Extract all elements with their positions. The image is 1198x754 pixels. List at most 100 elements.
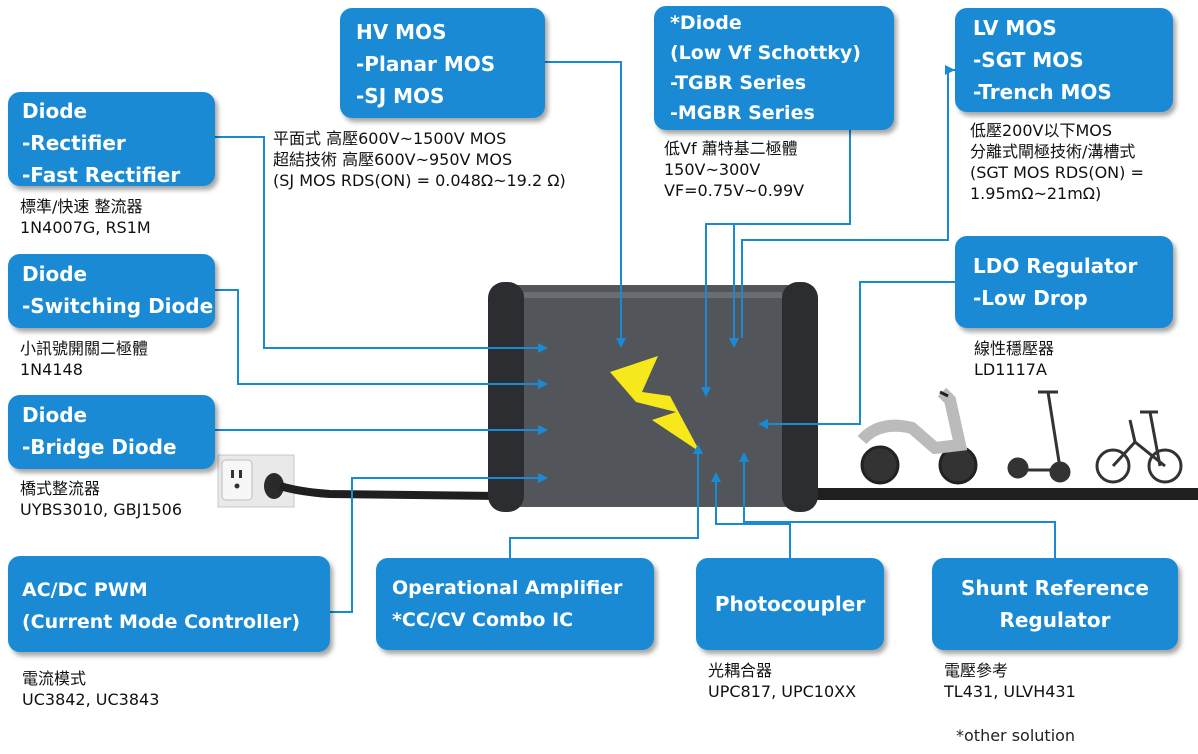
output-cable [800,488,1198,500]
caption-diode-switching: 小訊號開關二極體 1N4148 [20,338,148,380]
box-shunt: Shunt Reference Regulator [932,558,1178,650]
caption-line: 分離式閘極技術/溝槽式 [970,142,1136,161]
box-line: -SGT MOS [973,48,1084,72]
wire-schottky [705,130,851,387]
caption-line: (SGT MOS RDS(ON) = [970,163,1144,182]
caption-schottky: 低Vf 蕭特基二極體 150V~300V VF=0.75V~0.99V [664,138,804,201]
arrow-head [538,343,548,353]
caption-line: 1.95mΩ~21mΩ) [970,184,1102,203]
arrow-head [758,419,768,429]
box-line: Diode [22,403,88,427]
box-line: Diode [22,262,88,286]
box-hv-mos: HV MOS -Planar MOS -SJ MOS [340,8,545,118]
lightning-icon [610,356,700,452]
box-line: *Diode [670,12,742,34]
caption-line: 電壓參考 [944,661,1009,680]
box-line: Regulator [999,608,1111,632]
caption-line: 標準/快速 整流器 [20,197,143,216]
caption-diode-rectifier: 標準/快速 整流器 1N4007G, RS1M [20,196,151,238]
folding-bike-icon [1095,410,1183,484]
box-acdc-pwm: AC/DC PWM (Current Mode Controller) [8,556,330,652]
box-line: -SJ MOS [356,84,445,108]
caption-line: 平面式 高壓600V~1500V MOS [273,129,507,148]
caption-line: 線性穩壓器 [974,339,1055,358]
caption-acdc-pwm: 電流模式 UC3842, UC3843 [22,668,159,710]
box-diode-switching: Diode -Switching Diode [8,254,215,328]
caption-line: TL431, ULVH431 [944,682,1076,701]
box-line: -Trench MOS [973,80,1112,104]
box-schottky: *Diode (Low Vf Schottky) -TGBR Series -M… [654,6,894,130]
box-photocoupler: Photocoupler [696,558,884,650]
box-line: -Planar MOS [356,52,496,76]
box-line: AC/DC PWM [22,579,148,601]
wire-acdc-pwm [330,477,540,613]
box-line: (Low Vf Schottky) [670,42,861,64]
box-ldo: LDO Regulator -Low Drop [955,236,1173,328]
wire-shunt [743,456,1056,558]
wire-ldo [766,281,955,425]
box-line: Shunt Reference [961,576,1149,600]
caption-line: 光耦合器 [708,661,773,680]
caption-line: 1N4007G, RS1M [20,218,151,237]
caption-lv-mos: 低壓200V以下MOS 分離式閘極技術/溝槽式 (SGT MOS RDS(ON)… [970,120,1144,204]
wire-hv-mos [545,61,622,338]
wire-diode-rectifier [215,136,540,349]
caption-line: LD1117A [974,360,1047,379]
box-line: LV MOS [973,16,1057,40]
caption-line: 橋式整流器 [20,479,101,498]
box-lv-mos: LV MOS -SGT MOS -Trench MOS [955,8,1173,112]
caption-line: 1N4148 [20,360,83,379]
box-line: *CC/CV Combo IC [392,609,574,631]
caption-line: UC3842, UC3843 [22,690,160,709]
caption-line: 150V~300V [664,160,761,179]
arrow-head [729,338,739,348]
box-line: -MGBR Series [670,102,815,124]
caption-hv-mos: 平面式 高壓600V~1500V MOS 超結技術 高壓600V~950V MO… [273,128,566,191]
box-line: LDO Regulator [973,254,1138,278]
box-line: (Current Mode Controller) [22,611,301,633]
caption-ldo: 線性穩壓器 LD1117A [974,338,1054,380]
box-diode-bridge: Diode -Bridge Diode [8,395,215,469]
box-line: HV MOS [356,20,447,44]
arrow-head [945,65,955,75]
arrow-head [701,387,711,397]
caption-line: UYBS3010, GBJ1506 [20,500,183,519]
arrow-head [739,452,749,462]
kick-scooter-icon [1007,390,1071,483]
scooter-icon [857,387,978,485]
box-line: Operational Amplifier [392,577,623,599]
caption-line: VF=0.75V~0.99V [664,181,805,200]
caption-line: 低壓200V以下MOS [970,121,1113,140]
arrow-head [538,425,548,435]
footnote: *other solution [956,726,1076,745]
arrow-head [711,472,721,482]
caption-shunt: 電壓參考 TL431, ULVH431 [944,660,1076,702]
box-opamp: Operational Amplifier *CC/CV Combo IC [376,558,654,650]
input-cable [278,482,501,500]
caption-line: (SJ MOS RDS(ON) = 0.048Ω~19.2 Ω) [273,171,566,190]
box-line: -Low Drop [973,286,1088,310]
arrow-head [693,444,703,454]
wire-photocoupler [715,476,791,558]
wire-opamp [509,448,699,558]
power-outlet-icon [217,454,295,508]
arrow-head [538,473,548,483]
box-line: Diode [22,99,88,123]
arrow-head [616,338,626,348]
caption-line: UPC817, UPC10XX [708,682,857,701]
caption-line: 超結技術 高壓600V~950V MOS [273,150,513,169]
box-line: -Switching Diode [22,294,214,318]
caption-diode-bridge: 橋式整流器 UYBS3010, GBJ1506 [20,478,182,520]
caption-line: 電流模式 [22,669,87,688]
caption-photocoupler: 光耦合器 UPC817, UPC10XX [708,660,856,702]
box-line: -Bridge Diode [22,435,177,459]
box-diode-rectifier: Diode -Rectifier -Fast Rectifier [8,92,215,187]
wire-diode-switching [215,289,540,385]
box-line: -Rectifier [22,131,126,155]
box-line: -Fast Rectifier [22,163,181,187]
caption-line: 低Vf 蕭特基二極體 [664,139,798,158]
box-line: Photocoupler [714,592,866,616]
arrow-head [538,379,548,389]
caption-line: 小訊號開關二極體 [20,339,149,358]
